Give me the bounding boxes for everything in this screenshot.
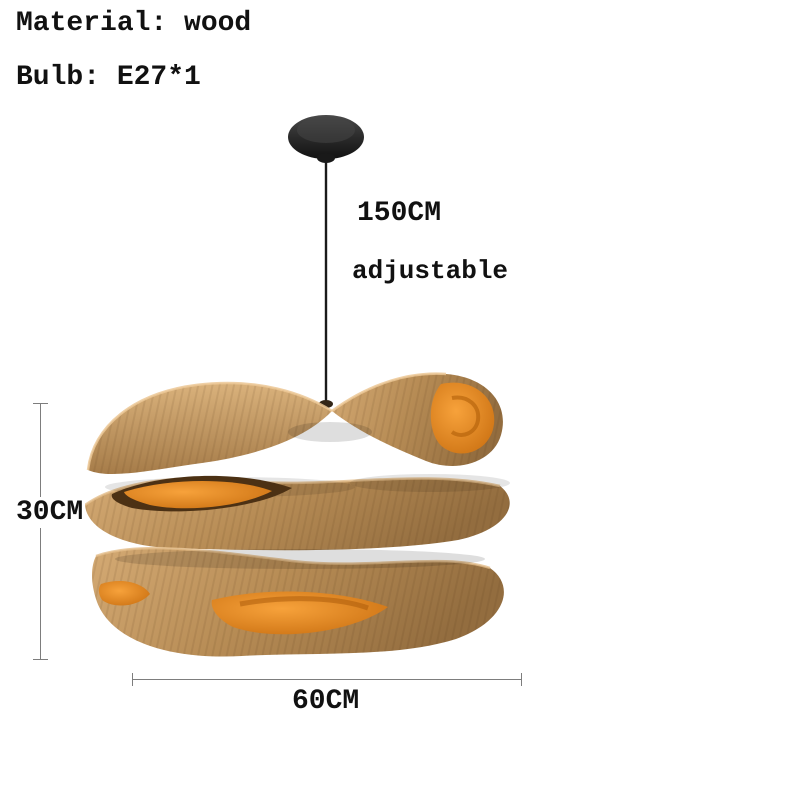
bulb-spec-label: Bulb: E27*1 bbox=[16, 62, 201, 93]
height-dimension-top-tick bbox=[33, 403, 48, 404]
wood-ribbon-shade bbox=[84, 372, 510, 657]
shade-width-label: 60CM bbox=[290, 686, 362, 717]
height-dimension-bottom-tick bbox=[33, 659, 48, 660]
cord-connector bbox=[319, 400, 333, 408]
width-dimension-left-tick bbox=[132, 673, 133, 686]
height-dimension-line bbox=[40, 403, 41, 660]
cord-adjustable-label: adjustable bbox=[352, 256, 509, 286]
shade-height-label: 30CM bbox=[14, 497, 86, 528]
ceiling-canopy bbox=[288, 115, 364, 163]
width-dimension-right-tick bbox=[521, 673, 522, 686]
width-dimension-line bbox=[132, 679, 522, 680]
material-spec-label: Material: wood bbox=[16, 8, 252, 39]
cord-length-label: 150CM bbox=[357, 198, 442, 229]
hanging-cord bbox=[324, 160, 328, 404]
